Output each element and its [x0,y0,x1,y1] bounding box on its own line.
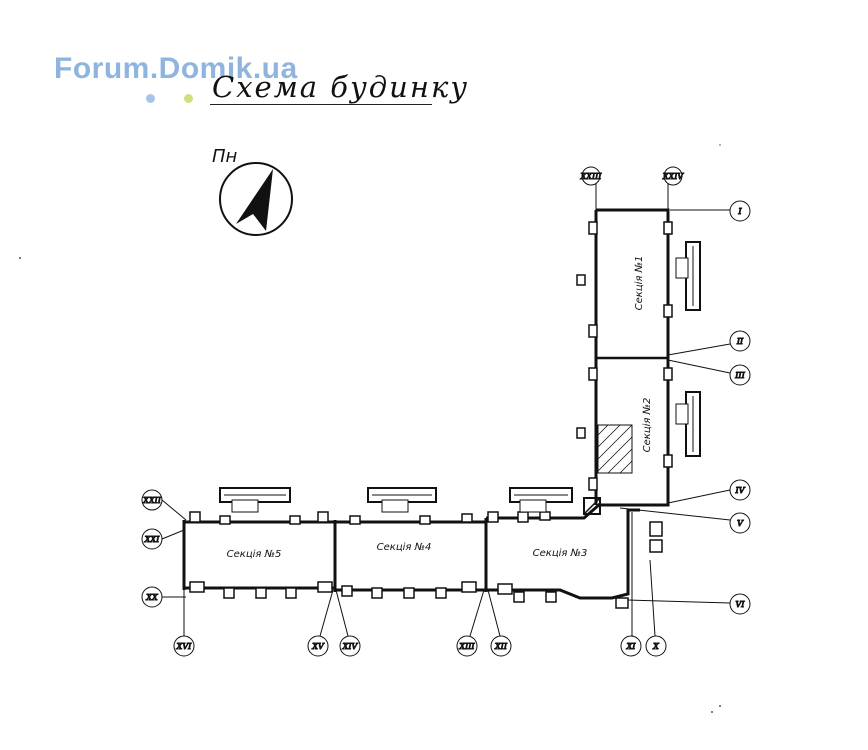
axis-marker-xiv: XIV [339,635,361,657]
svg-text:XII: XII [494,642,508,651]
svg-text:XI: XI [626,642,637,651]
axis-marker-v: V [729,512,751,534]
page-title: Схема будинку [212,70,470,104]
title-underline [210,104,432,105]
svg-text:IV: IV [735,486,746,495]
section-5-label: Секція №5 [227,548,282,560]
axis-marker-xii: XII [490,635,512,657]
axis-marker-xi: XI [620,635,642,657]
scan-specks [19,144,721,713]
wall-piers [189,221,673,609]
svg-text:XIV: XIV [342,642,359,651]
north-circle-icon [219,162,293,236]
section-1-label: Секція №1 [633,256,645,311]
axis-marker-xxii: XXII [141,489,163,511]
svg-text:XXIV: XXIV [662,172,685,181]
axis-marker-x: X [645,635,667,657]
north-label: Пн [212,146,238,167]
axis-marker-xxiv: XXIV [661,166,685,186]
axis-marker-xx: XX [141,586,163,608]
section-2-label: Секція №2 [641,398,653,453]
axis-marker-xv: XV [307,635,329,657]
svg-text:III: III [734,371,745,380]
balconies [219,241,701,513]
watermark-dot-blue [146,94,155,103]
axis-marker-xxiii: XXIII [579,166,603,186]
axis-marker-iii: III [729,364,751,386]
building-walls [182,208,670,600]
svg-text:X: X [652,642,659,651]
axis-marker-iv: IV [729,479,751,501]
axis-marker-vi: VI [729,593,751,615]
axis-marker-ii: II [729,330,751,352]
svg-text:XXIII: XXIII [580,172,603,181]
svg-text:XVI: XVI [176,642,192,651]
section-3-label: Секція №3 [533,547,588,559]
axis-marker-xvi: XVI [173,635,195,657]
section-4-label: Секція №4 [377,541,432,553]
north-arrow-icon [236,169,273,231]
section-labels: Секція №1 Секція №2 Секція №3 Секція №4 … [227,256,653,560]
svg-text:V: V [737,519,744,528]
svg-text:I: I [737,207,742,216]
svg-text:XIII: XIII [458,642,475,651]
axis-marker-xxi: XXI [141,528,163,550]
svg-text:II: II [736,337,744,346]
axis-markers: XXIII XXIV I II III IV V VI XXII XXI XX … [141,166,751,657]
svg-text:XXII: XXII [142,496,162,505]
watermark-logo: Forum.Domik.ua [54,52,298,85]
watermark-dot-green [184,94,193,103]
grid-lines [161,180,731,637]
axis-marker-xiii: XIII [456,635,478,657]
svg-text:XXI: XXI [144,535,160,544]
svg-text:XX: XX [145,593,158,602]
svg-text:XV: XV [311,642,325,651]
north-arrow: Пн [212,146,293,236]
svg-text:VI: VI [736,600,746,609]
axis-marker-i: I [729,200,751,222]
watermark-dots [146,88,222,107]
